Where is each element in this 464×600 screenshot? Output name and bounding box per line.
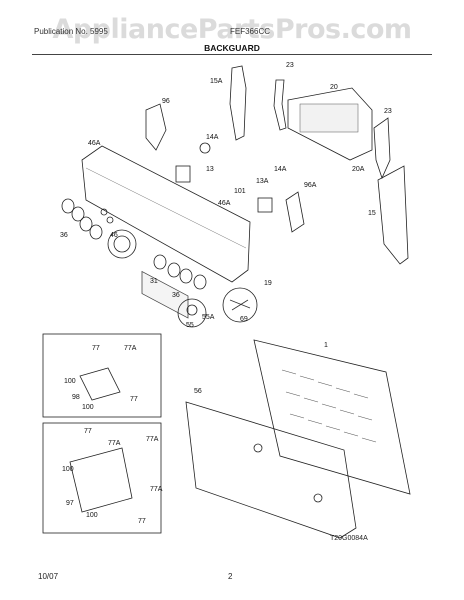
callout: 55: [186, 322, 194, 329]
knobs-left: [61, 198, 114, 240]
harness-96: [145, 103, 167, 151]
callout: 20A: [352, 166, 365, 173]
drawing-reference: T20G0084A: [330, 535, 368, 542]
callout: 15A: [210, 78, 223, 85]
callout: 69: [240, 316, 248, 323]
callout: 13A: [256, 178, 269, 185]
knobs-right: [153, 254, 207, 290]
inset-board-lower: [42, 422, 162, 534]
callout: 77: [84, 428, 92, 435]
callout: 97: [66, 500, 74, 507]
harness-96a: [285, 191, 305, 233]
bracket-23-right: [373, 117, 391, 180]
callout: 96A: [304, 182, 317, 189]
rear-panel-1: [253, 339, 411, 495]
callout: 77A: [108, 440, 121, 447]
watermark: AppliancePartsPros.com: [52, 14, 412, 45]
callout: 46A: [88, 140, 101, 147]
model-number: FEF366CC: [230, 27, 271, 36]
callout: 15: [368, 210, 376, 217]
control-board-20: [287, 87, 373, 161]
callout: 55A: [202, 314, 215, 321]
switch-13: [175, 165, 191, 183]
publication-number: Publication No. 5995: [34, 27, 108, 36]
callout: 36: [60, 232, 68, 239]
callout: 100: [82, 404, 94, 411]
backguard-panel: [81, 145, 251, 283]
callout: 19: [264, 280, 272, 287]
callout: 14A: [274, 166, 287, 173]
bracket-15a: [229, 65, 247, 141]
callout: 100: [64, 378, 76, 385]
detail-55: [177, 298, 207, 328]
callout: 100: [86, 512, 98, 519]
clock-knob-46: [107, 229, 137, 259]
switch-13a: [257, 197, 273, 213]
callout: 77A: [124, 345, 137, 352]
bracket-23-upper: [273, 79, 287, 131]
callout: 77: [92, 345, 100, 352]
callout: 46: [110, 232, 118, 239]
callout: 77: [138, 518, 146, 525]
footer-date: 10/07: [38, 572, 59, 581]
callout: 77: [130, 396, 138, 403]
callout: 23: [384, 108, 392, 115]
section-title: BACKGUARD: [204, 43, 260, 53]
callout: 20: [330, 84, 338, 91]
callout: 100: [62, 466, 74, 473]
callout: 13: [206, 166, 214, 173]
callout: 96: [162, 98, 170, 105]
callout: 77A: [150, 486, 163, 493]
detail-69: [222, 287, 258, 323]
display-window: [141, 270, 189, 319]
rear-panel-56: [185, 401, 357, 539]
clip-14a: [199, 142, 211, 154]
callout: 98: [72, 394, 80, 401]
page-number: 2: [228, 572, 233, 581]
callout: 56: [194, 388, 202, 395]
callout: 77A: [146, 436, 159, 443]
end-bracket-15: [377, 165, 409, 265]
callout: 1: [324, 342, 328, 349]
callout: 46A: [218, 200, 231, 207]
header-rule: [32, 54, 432, 55]
callout: 31: [150, 278, 158, 285]
callout: 14A: [206, 134, 219, 141]
inset-board-upper: [42, 333, 162, 418]
callout: 36: [172, 292, 180, 299]
callout: 101: [234, 188, 246, 195]
callout: 23: [286, 62, 294, 69]
